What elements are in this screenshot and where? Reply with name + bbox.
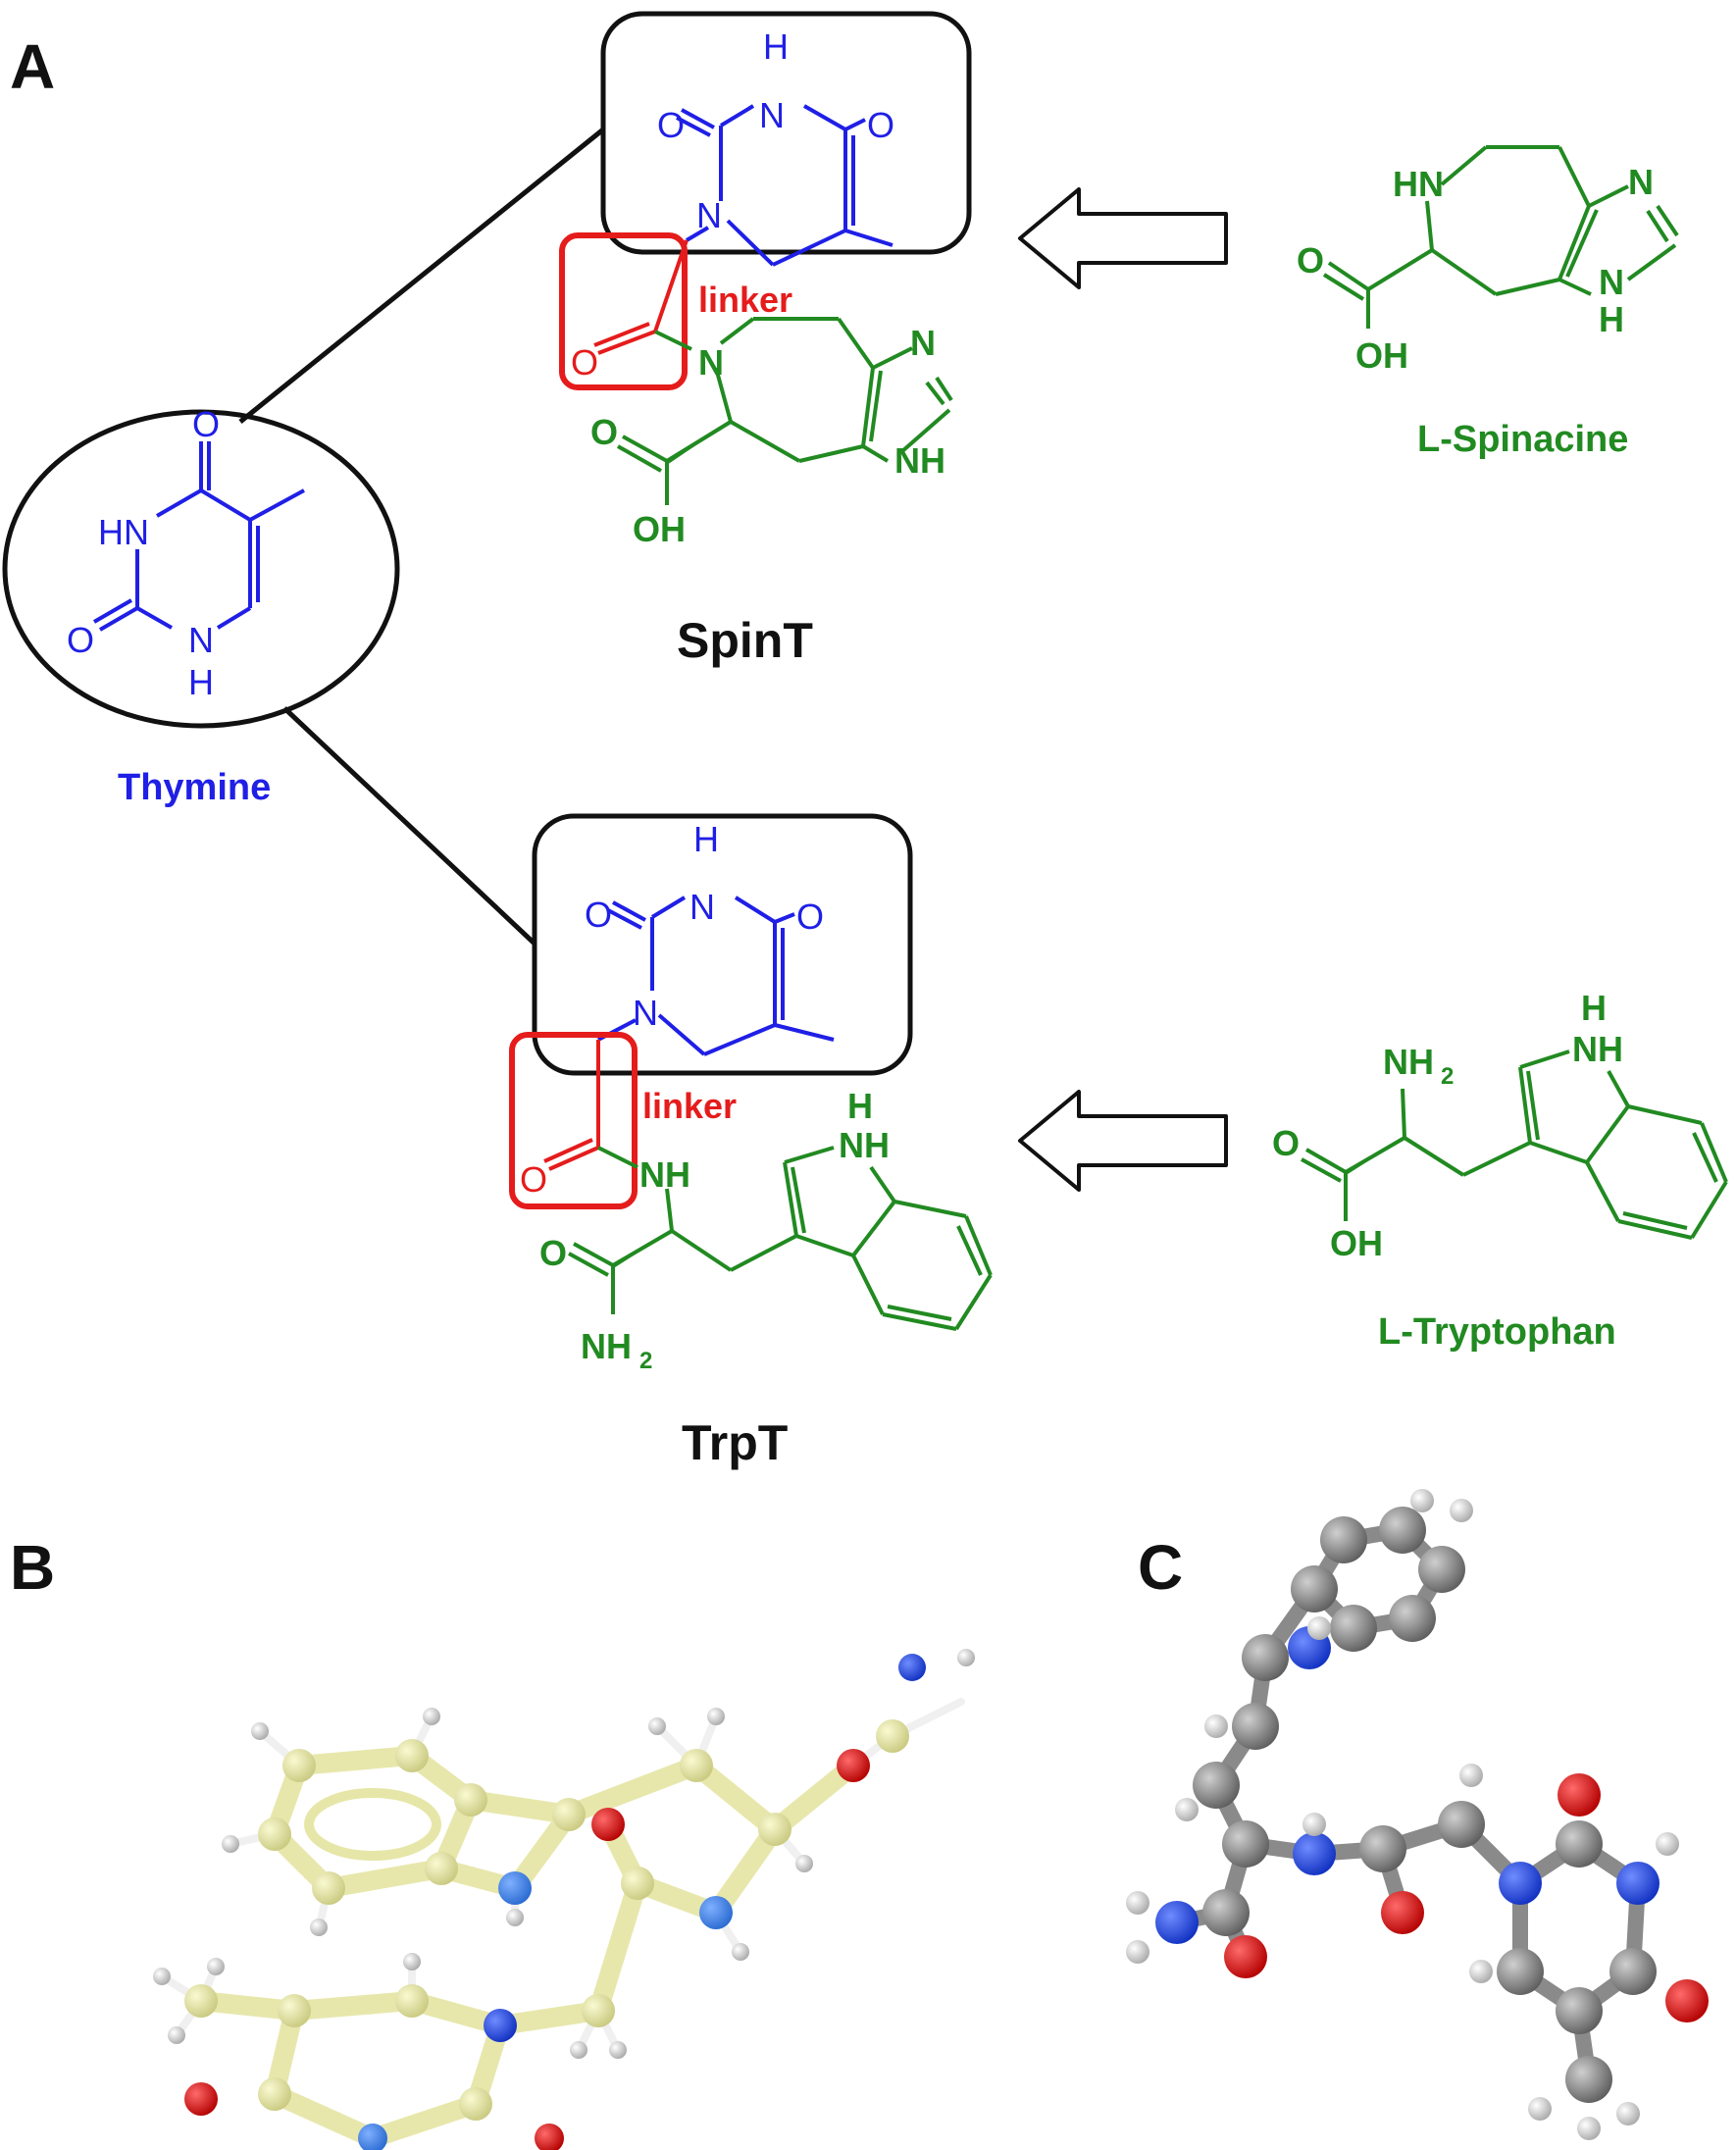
spint-linker-o: O [571, 342, 598, 383]
thymine-atom-o-top: O [192, 404, 220, 444]
spint-atom-nh: NH [894, 440, 945, 481]
thymine-label: Thymine [118, 767, 271, 808]
trpt-atom-nh2: NH [581, 1326, 632, 1366]
spinacine-atom-o: O [1297, 240, 1324, 281]
arrow-tryptophan [1018, 1090, 1228, 1192]
trpt-atom-o-amide: O [539, 1233, 567, 1273]
panel-b-model [153, 1649, 975, 2150]
tryptophan-atom-o: O [1272, 1123, 1300, 1163]
trpt-atom-h-indole: H [847, 1086, 873, 1126]
l-spinacine-structure: HN N N H O OH [1297, 145, 1679, 376]
spinacine-atom-n: N [1628, 162, 1654, 202]
thymine-atom-n-bottom: N [188, 620, 214, 660]
tryptophan-atom-h: H [1581, 988, 1607, 1028]
spint-atom-n: N [698, 342, 724, 383]
l-tryptophan-label: L-Tryptophan [1378, 1311, 1616, 1353]
thymine-atom-h-bottom: H [188, 662, 214, 702]
spint-atom-h: H [763, 26, 789, 67]
tryptophan-atom-nh2-sub: 2 [1441, 1063, 1454, 1090]
l-tryptophan-structure: NH 2 NH H O OH [1272, 988, 1728, 1263]
tryptophan-atom-nh2: NH [1383, 1042, 1434, 1082]
spint-atom-oh: OH [633, 509, 686, 549]
spinacine-atom-oh: OH [1355, 335, 1408, 376]
spint-label: SpinT [677, 613, 813, 668]
trpt-linker-o: O [520, 1159, 547, 1200]
spinacine-atom-hn: HN [1393, 164, 1444, 204]
thymine-atom-hn: HN [98, 512, 149, 552]
trpt-atom-nh: NH [639, 1154, 690, 1195]
spint-linker-label: linker [698, 280, 792, 320]
trpt-label: TrpT [682, 1415, 788, 1470]
trpt-linker-label: linker [642, 1086, 737, 1126]
trpt-structure: H N O O N O linker [509, 813, 993, 1374]
connector-lines [238, 128, 605, 946]
thymine-atom-o-left: O [67, 620, 94, 660]
panel-label-b: B [10, 1532, 55, 1603]
trpt-atom-o-right: O [796, 896, 824, 937]
spint-structure: H N O O N O linker [559, 11, 972, 549]
l-spinacine-label: L-Spinacine [1417, 419, 1628, 460]
trpt-atom-nh-indole: NH [839, 1125, 890, 1165]
panel-c-model [1126, 1489, 1709, 2140]
tryptophan-atom-oh: OH [1330, 1223, 1383, 1263]
trpt-atom-h: H [693, 819, 719, 859]
spinacine-atom-h: H [1599, 299, 1624, 339]
trpt-atom-n-bottom: N [633, 993, 658, 1033]
spint-atom-n-top: N [759, 95, 785, 135]
spint-atom-o-left: O [657, 105, 685, 145]
panel-label-c: C [1138, 1532, 1183, 1603]
trpt-atom-o-left: O [585, 895, 612, 935]
spint-atom-o-acid: O [590, 412, 618, 452]
thymine-structure: O HN O N H [2, 404, 400, 729]
tryptophan-atom-nh: NH [1572, 1029, 1623, 1069]
spint-atom-o-right: O [867, 105, 894, 145]
spint-atom-n-imid: N [910, 323, 936, 363]
trpt-atom-nh2-sub: 2 [639, 1348, 652, 1374]
arrow-spinacine [1018, 187, 1228, 289]
trpt-atom-n-top: N [689, 887, 715, 927]
panel-label-a: A [10, 31, 55, 102]
spint-atom-n-bottom: N [696, 195, 722, 235]
spinacine-atom-n-lower: N [1599, 262, 1624, 302]
